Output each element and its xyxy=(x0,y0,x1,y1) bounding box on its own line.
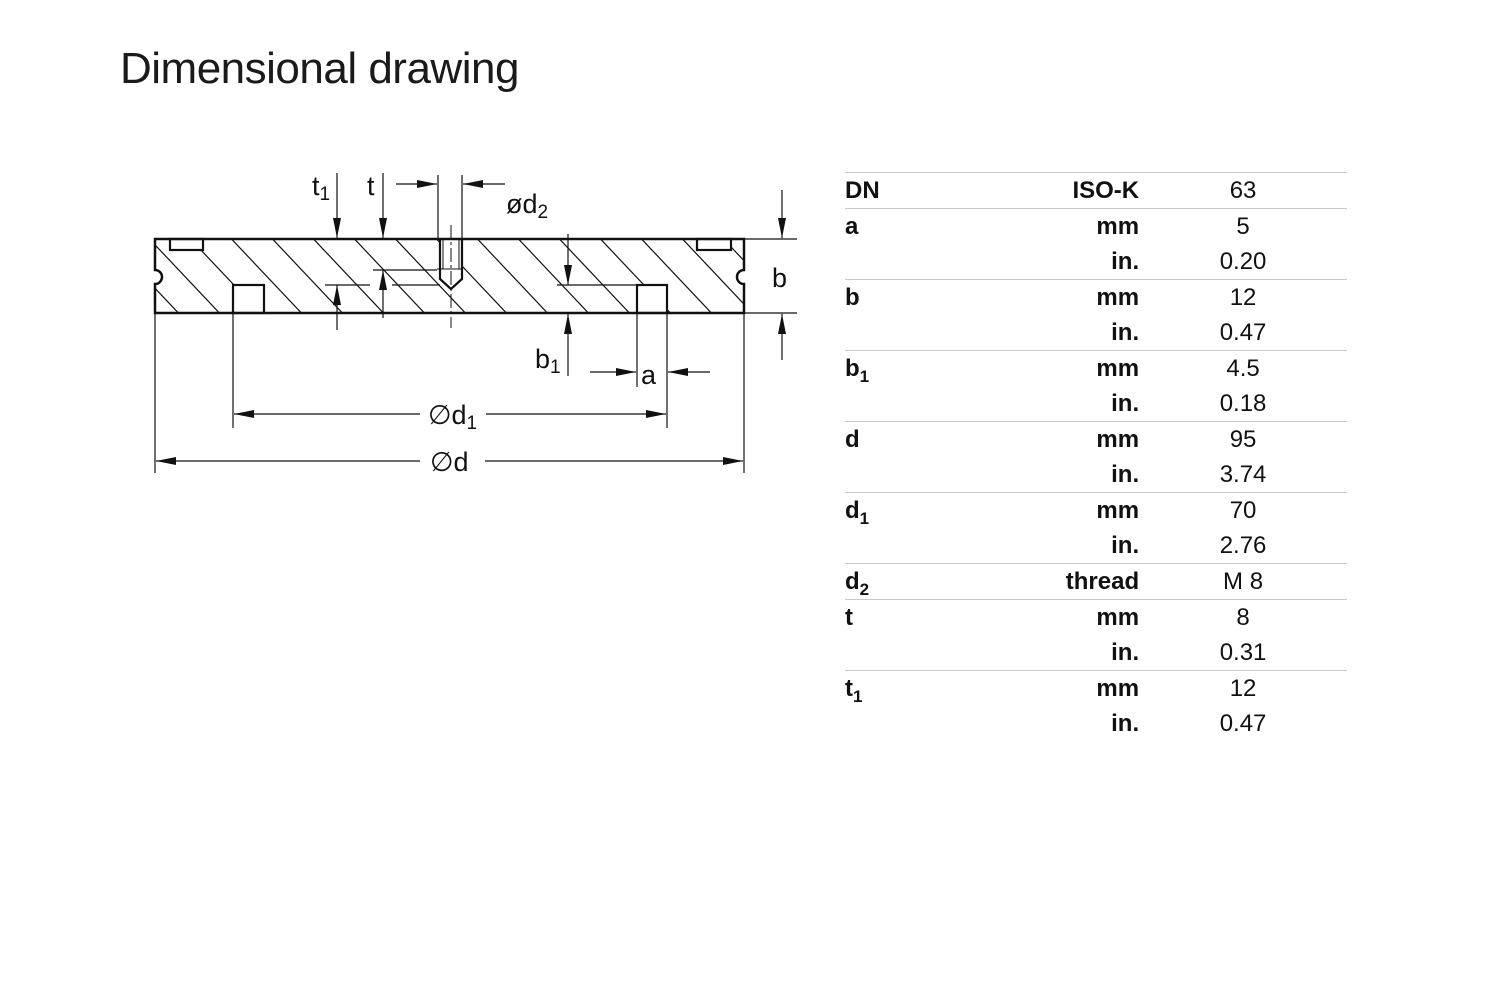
value: M 8 xyxy=(1223,568,1264,595)
param-label: t1 xyxy=(845,671,1011,706)
label-t1: t1 xyxy=(312,171,330,205)
param-subscript: 2 xyxy=(859,580,870,599)
label-d2: ød2 xyxy=(506,189,548,223)
label-t: t xyxy=(367,171,375,201)
param-symbol: b xyxy=(845,355,860,382)
value: 0.31 xyxy=(1219,639,1267,666)
dimensional-drawing: t1 t ød2 b b1 a ∅d1 ∅d xyxy=(153,171,820,477)
unit: mm xyxy=(1096,675,1140,702)
param-symbol: d xyxy=(845,568,860,595)
dimension-lines xyxy=(154,173,797,473)
unit: mm xyxy=(1096,355,1140,382)
unit: in. xyxy=(1111,319,1140,346)
value: 4.5 xyxy=(1226,355,1260,382)
label-b: b xyxy=(772,263,787,293)
hatch-line xyxy=(155,287,180,313)
value: 12 xyxy=(1229,284,1257,311)
hatch-line xyxy=(558,239,631,313)
table-row: a mm in. 5 0.20 xyxy=(845,208,1347,280)
value: 0.18 xyxy=(1219,390,1267,417)
value: 2.76 xyxy=(1219,532,1267,559)
hatch-line xyxy=(230,239,303,313)
param-subscript: 1 xyxy=(853,687,863,706)
param-symbol: b xyxy=(845,284,860,311)
param-symbol: t xyxy=(845,604,853,631)
unit: mm xyxy=(1096,497,1140,524)
table-header-row: DN ISO-K 63 xyxy=(845,172,1347,209)
header-standard: ISO-K xyxy=(1072,177,1140,204)
flange-section xyxy=(153,225,820,328)
unit: in. xyxy=(1111,639,1140,666)
header-size: 63 xyxy=(1229,177,1257,204)
param-symbol: a xyxy=(845,213,859,240)
header-dn: DN xyxy=(845,177,880,204)
label-a: a xyxy=(641,360,657,390)
label-d1: ∅d1 xyxy=(428,400,477,434)
param-label: b xyxy=(845,280,1011,315)
param-subscript: 1 xyxy=(859,509,870,528)
param-symbol: d xyxy=(845,426,860,453)
top-groove-right xyxy=(695,237,733,252)
param-label: b1 xyxy=(845,351,1011,386)
param-label: d1 xyxy=(845,493,1011,528)
table-row: b mm in. 12 0.47 xyxy=(845,279,1347,351)
value: 3.74 xyxy=(1219,461,1267,488)
value: 95 xyxy=(1229,426,1257,453)
param-label: d2 xyxy=(845,564,1011,599)
unit: mm xyxy=(1096,284,1140,311)
unit: mm xyxy=(1096,426,1140,453)
table-row: t1 mm in. 12 0.47 xyxy=(845,670,1347,741)
value: 8 xyxy=(1236,604,1250,631)
hatch-line xyxy=(756,230,820,320)
hatch-line xyxy=(312,239,385,313)
bottom-groove-left xyxy=(231,283,266,315)
hatch-line xyxy=(517,239,590,313)
unit: in. xyxy=(1111,461,1140,488)
param-symbol: d xyxy=(845,497,860,524)
value: 0.20 xyxy=(1219,248,1267,275)
param-label: a xyxy=(845,209,1011,244)
hatch-line xyxy=(271,239,344,313)
label-d: ∅d xyxy=(430,447,469,477)
unit: thread xyxy=(1065,568,1140,595)
unit: mm xyxy=(1096,604,1140,631)
table-row: b1 mm in. 4.5 0.18 xyxy=(845,350,1347,422)
hatch-line xyxy=(394,239,467,313)
param-subscript: 1 xyxy=(859,367,870,386)
value: 0.47 xyxy=(1219,319,1267,346)
bottom-groove-right xyxy=(635,283,669,315)
param-label: d xyxy=(845,422,1011,457)
table-row: t mm in. 8 0.31 xyxy=(845,599,1347,671)
hatch-line xyxy=(681,239,744,305)
param-symbol: t xyxy=(845,675,853,702)
label-b1: b1 xyxy=(535,344,561,378)
value: 5 xyxy=(1236,213,1250,240)
table-row: d2 thread M 8 xyxy=(845,563,1347,600)
param-label: t xyxy=(845,600,1011,635)
value: 70 xyxy=(1229,497,1257,524)
unit: in. xyxy=(1111,390,1140,417)
value: 12 xyxy=(1229,675,1257,702)
top-groove-left xyxy=(168,237,205,252)
hatch-line xyxy=(476,239,549,313)
table-row: d mm in. 95 3.74 xyxy=(845,421,1347,493)
unit: in. xyxy=(1111,710,1140,737)
hatch-line xyxy=(353,239,426,313)
hatch-line xyxy=(797,230,820,320)
page-title: Dimensional drawing xyxy=(120,44,519,93)
unit: in. xyxy=(1111,532,1140,559)
value: 0.47 xyxy=(1219,710,1267,737)
table-row: d1 mm in. 70 2.76 xyxy=(845,492,1347,564)
unit: mm xyxy=(1096,213,1140,240)
hatch-line xyxy=(640,239,713,313)
unit: in. xyxy=(1111,248,1140,275)
